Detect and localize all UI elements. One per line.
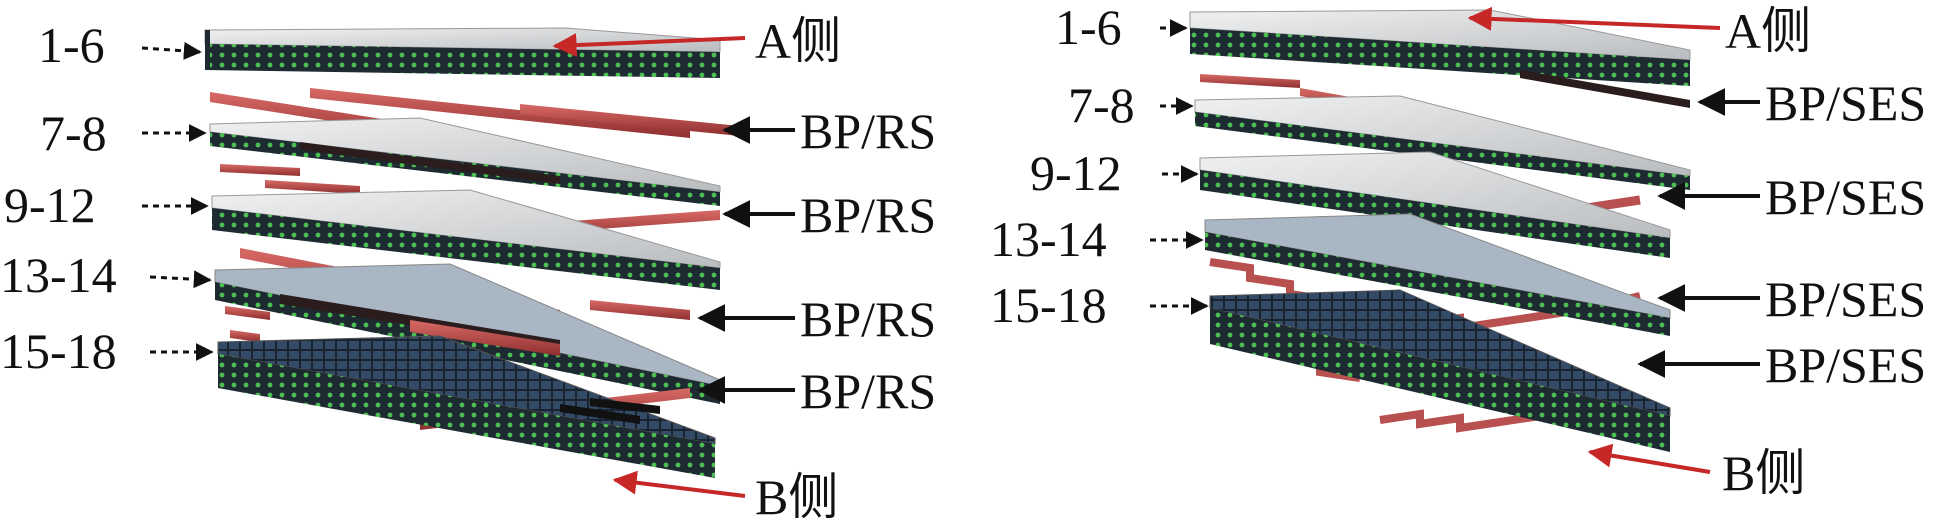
right-interleaf-label-4: BP/SES [1765,337,1926,393]
right-panel-13-14 [1204,213,1671,336]
right-label-15-18: 15-18 [990,277,1107,333]
left-label-1-6: 1-6 [38,17,105,73]
right-ply-labels: 1-6 7-8 9-12 13-14 15-18 [990,0,1209,333]
left-label-13-14: 13-14 [0,247,117,303]
right-b-side-label: B侧 [1722,445,1805,501]
left-dashed-arrow-4 [149,270,212,289]
left-panel-9-12 [211,189,721,290]
right-label-9-12: 9-12 [1030,145,1122,201]
right-b-side-arrow [1587,443,1711,474]
right-interleaf-labels: BP/SES BP/SES BP/SES BP/SES [1637,75,1926,393]
right-label-13-14: 13-14 [990,211,1107,267]
left-interleaf-label-3: BP/RS [800,291,936,347]
left-label-15-18: 15-18 [0,323,117,379]
left-label-9-12: 9-12 [4,177,96,233]
left-interleaf-labels: BP/RS BP/RS BP/RS BP/RS [697,103,936,419]
left-b-side-label: B侧 [755,469,838,524]
right-panel-1-6 [1189,9,1691,86]
left-interleaf-label-4: BP/RS [800,363,936,419]
right-panel-9-12 [1199,151,1671,258]
left-dashed-arrow-1 [141,41,202,60]
right-interleaf-label-2: BP/SES [1765,169,1926,225]
left-ply-labels: 1-6 7-8 9-12 13-14 15-18 [0,17,214,379]
left-side-labels: A侧 B侧 [552,13,841,525]
left-interleaf-label-1: BP/RS [800,103,936,159]
right-diagram: 1-6 7-8 9-12 13-14 15-18 A侧 B侧 [990,0,1926,501]
left-label-7-8: 7-8 [40,105,107,161]
left-panel-1-6 [204,27,721,78]
left-b-side-arrow [612,470,746,498]
left-panel-15-18 [217,335,716,478]
left-panel-13-14 [214,263,721,404]
right-label-1-6: 1-6 [1055,0,1122,55]
right-panel-15-18 [1209,289,1671,452]
left-panel-7-8 [209,117,721,206]
left-interleaf-label-2: BP/RS [800,187,936,243]
left-a-side-label: A侧 [755,13,841,69]
left-a-side-arrow [552,33,746,58]
right-interleaf-label-1: BP/SES [1765,75,1926,131]
left-diagram: 1-6 7-8 9-12 13-14 15-18 A侧 B侧 [0,13,936,525]
right-label-7-8: 7-8 [1068,77,1135,133]
right-interleaf-label-3: BP/SES [1765,271,1926,327]
right-side-labels: A侧 B侧 [1467,3,1811,501]
right-a-side-label: A侧 [1725,3,1811,59]
right-panel-7-8 [1194,95,1691,190]
right-a-side-arrow [1467,6,1721,31]
